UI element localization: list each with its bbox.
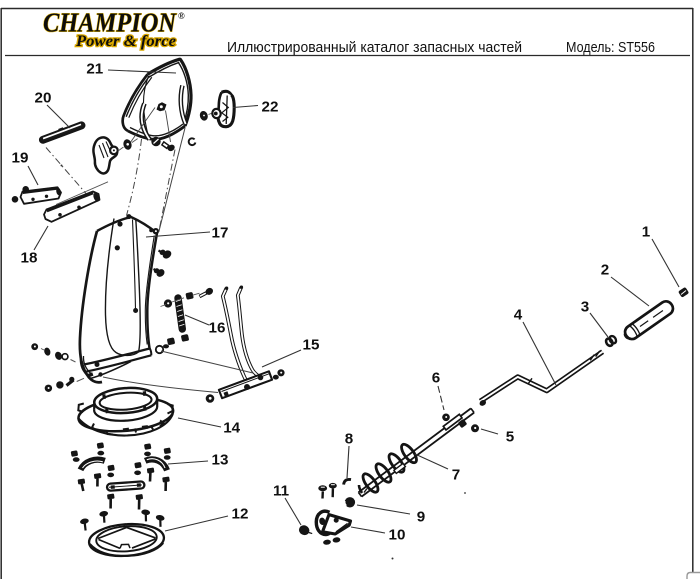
svg-text:Power & force: Power & force [75, 33, 176, 50]
svg-text:11: 11 [273, 483, 290, 500]
svg-text:Модель: ST556: Модель: ST556 [566, 39, 655, 56]
svg-text:21: 21 [86, 61, 103, 78]
svg-text:19: 19 [12, 150, 29, 167]
svg-text:5: 5 [506, 429, 515, 446]
svg-text:9: 9 [417, 509, 425, 526]
svg-text:1: 1 [642, 224, 651, 241]
svg-text:20: 20 [35, 90, 52, 107]
svg-text:CHAMPION: CHAMPION [43, 8, 177, 38]
svg-text:8: 8 [345, 431, 353, 448]
svg-text:Иллюстрированный каталог запас: Иллюстрированный каталог запасных частей [227, 39, 522, 56]
svg-text:4: 4 [514, 307, 523, 324]
svg-text:15: 15 [303, 337, 320, 354]
svg-text:®: ® [178, 11, 185, 21]
svg-text:3: 3 [581, 299, 589, 316]
svg-text:22: 22 [262, 99, 279, 116]
svg-text:10: 10 [389, 527, 406, 544]
svg-text:7: 7 [452, 467, 460, 484]
svg-text:16: 16 [209, 320, 226, 337]
svg-text:14: 14 [223, 420, 240, 437]
svg-text:2: 2 [601, 262, 609, 279]
svg-text:13: 13 [212, 452, 229, 469]
svg-text:6: 6 [432, 370, 440, 387]
svg-text:12: 12 [232, 506, 249, 523]
svg-text:18: 18 [21, 250, 38, 267]
svg-text:17: 17 [212, 225, 229, 242]
